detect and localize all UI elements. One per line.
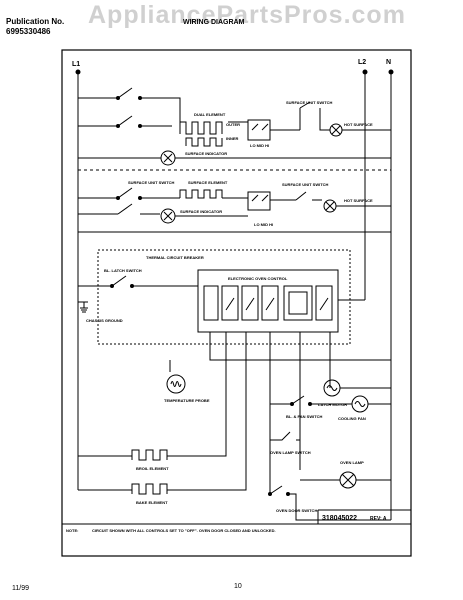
fan-switch-label: BL. & FAN SWITCH <box>286 414 323 419</box>
electronic-oven-control-label: ELECTRONIC OVEN CONTROL <box>228 276 288 281</box>
temperature-probe-label: TEMPERATURE PROBE <box>164 398 210 403</box>
surface-unit-switch-label-2: SURFACE UNIT SWITCH <box>128 180 175 185</box>
diagram-title: WIRING DIAGRAM <box>183 19 245 26</box>
note-text: CIRCUIT SHOWN WITH ALL CONTROLS SET TO "… <box>92 528 276 533</box>
outer-label: OUTER <box>226 122 240 127</box>
surface-switch-block <box>247 119 271 141</box>
thermal-circuit-breaker-label: THERMAL CIRCUIT BREAKER <box>146 255 204 260</box>
n-terminal <box>388 69 394 75</box>
broil-element-label: BROIL ELEMENT <box>136 466 169 471</box>
revision: REV: A <box>370 516 387 522</box>
surface-element-coil <box>179 189 223 199</box>
publication-number: 6995330486 <box>6 27 51 36</box>
electronic-oven-control <box>197 269 339 333</box>
lo-mid-hi-label: LO MID HI <box>250 143 269 148</box>
bake-element-label: BAKE ELEMENT <box>136 500 168 505</box>
surface-circuit-2: SURFACE UNIT SWITCH SURFACE ELEMENT LO M… <box>78 180 391 233</box>
diagram-frame <box>61 49 412 557</box>
bake-element-circuit: BAKE ELEMENT <box>78 400 247 505</box>
oven-lamp-label: OVEN LAMP <box>340 460 364 465</box>
hot-surface-label-2: HOT SURFACE <box>344 198 373 203</box>
temperature-probe <box>166 374 186 394</box>
chassis-ground-label: CHASSIS GROUND <box>86 318 123 323</box>
surface-element-label: SURFACE ELEMENT <box>188 180 228 185</box>
oven-control-section: THERMAL CIRCUIT BREAKER BL. LATCH SWITCH… <box>78 249 391 470</box>
latch-motor-circuit: LATCH MOTOR <box>318 379 391 407</box>
note-label: NOTE: <box>66 528 78 533</box>
cooling-fan-label: COOLING FAN <box>338 416 366 421</box>
diagram-title-block: WIRING DIAGRAM <box>183 18 244 27</box>
rail-n-label: N <box>386 59 391 66</box>
oven-door-switch-circuit: OVEN DOOR SWITCH <box>268 470 391 521</box>
part-number: 318045022 <box>322 515 357 522</box>
oven-door-switch-label: OVEN DOOR SWITCH <box>276 508 317 513</box>
broil-element-circuit: BROIL ELEMENT <box>78 420 227 471</box>
title-strip-rules <box>62 509 411 525</box>
oven-lamp-switch-label: OVEN LAMP SWITCH <box>270 450 311 455</box>
rail-l1-label: L1 <box>72 61 80 68</box>
surface-circuit-1: DUAL ELEMENT OUTER INNER LO MID HI SURFA… <box>78 87 391 166</box>
dual-element-outer <box>179 121 223 135</box>
surface-unit-switch-label-1: SURFACE UNIT SWITCH <box>286 100 333 105</box>
switch-contacts <box>117 87 133 127</box>
l1-terminal <box>75 69 81 75</box>
lo-mid-hi-label-2: LO MID HI <box>254 222 273 227</box>
oven-lamp-circuit: OVEN LAMP SWITCH OVEN LAMP <box>270 431 391 489</box>
hot-surface-label-1: HOT SURFACE <box>344 122 373 127</box>
publication-info: Publication No. 6995330486 <box>6 17 64 37</box>
l2-terminal <box>362 69 368 75</box>
temperature-probe-circuit: TEMPERATURE PROBE <box>164 360 210 403</box>
broil-element-coil <box>131 449 168 461</box>
surface-switch-block-2 <box>247 191 271 211</box>
chassis-ground-symbol <box>78 301 88 313</box>
watermark: AppliancePartsPros.com <box>88 1 406 29</box>
footer-date: 11/99 <box>12 585 29 592</box>
dual-element-label: DUAL ELEMENT <box>194 112 226 117</box>
footer-page-number: 10 <box>234 583 242 590</box>
bake-element-coil <box>131 483 168 495</box>
publication-label: Publication No. <box>6 17 65 26</box>
surface-unit-switch-label-3: SURFACE UNIT SWITCH <box>282 182 329 187</box>
dual-element-inner <box>185 137 223 147</box>
thermal-breaker-box <box>97 249 351 345</box>
rail-l2-label: L2 <box>358 59 366 66</box>
surface-indicator-label-2: SURFACE INDICATOR <box>180 209 222 214</box>
inner-label: INNER <box>226 136 239 141</box>
oven-lamp <box>339 471 357 489</box>
cooling-fan-circuit: BL. & FAN SWITCH COOLING FAN <box>270 395 391 421</box>
latch-switch-label: BL. LATCH SWITCH <box>104 268 142 273</box>
surface-indicator-label-1: SURFACE INDICATOR <box>185 151 227 156</box>
